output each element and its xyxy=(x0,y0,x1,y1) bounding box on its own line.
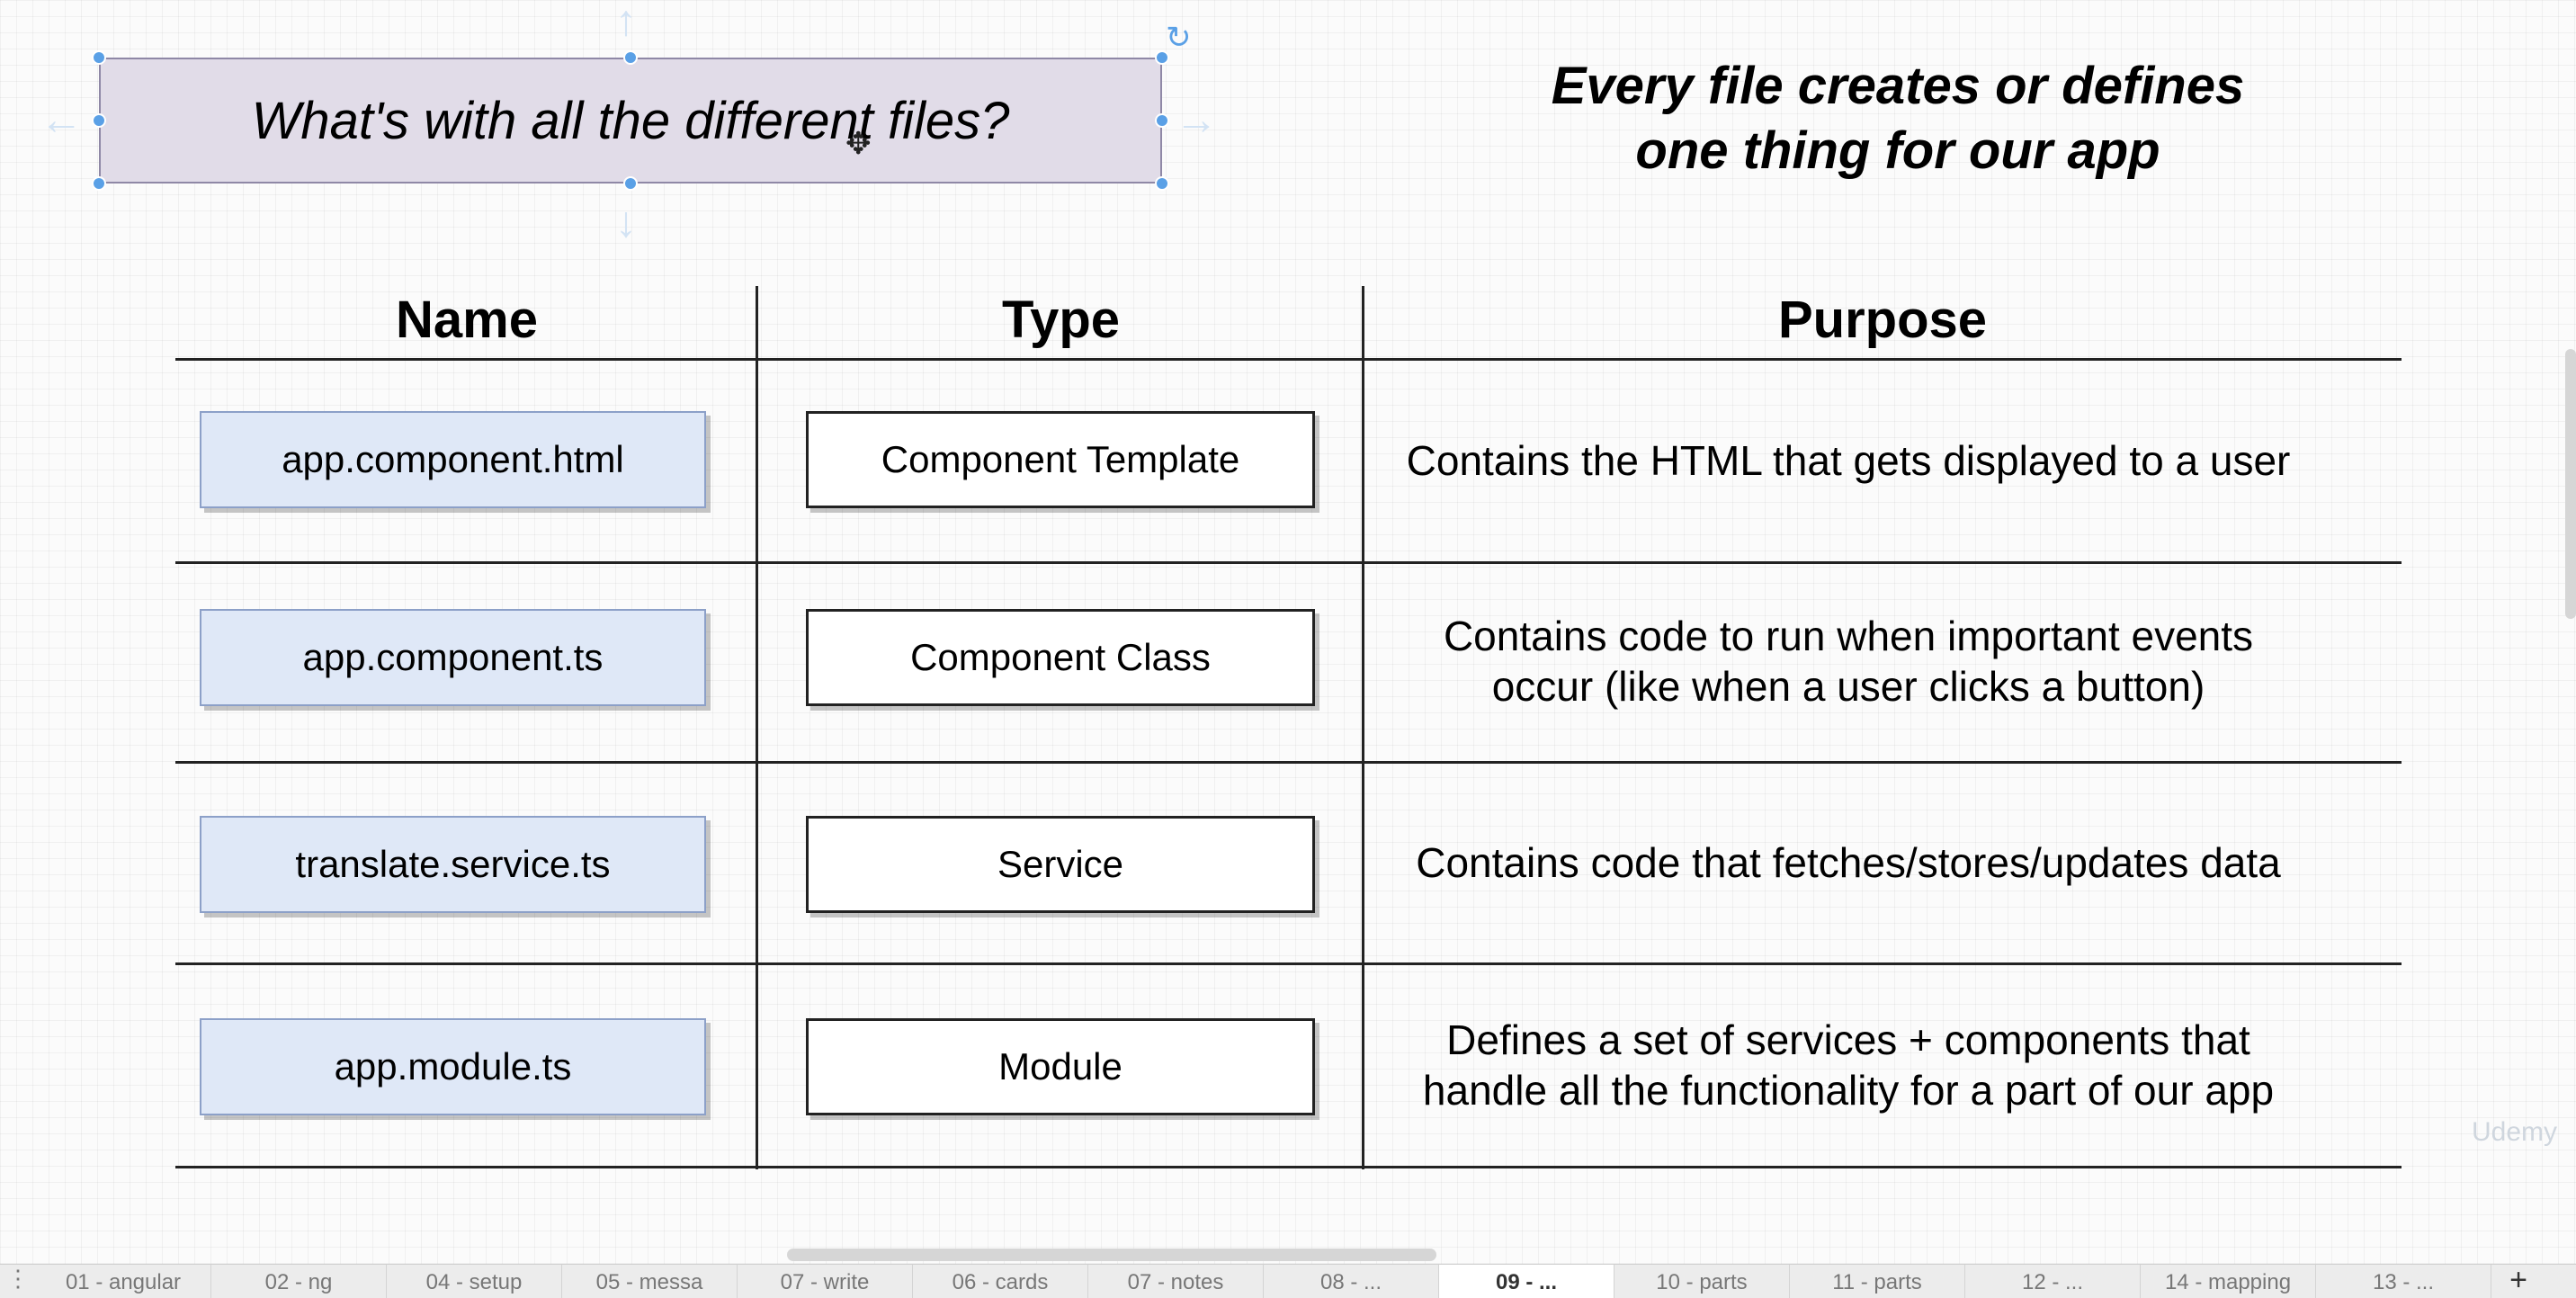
resize-handle-top-left[interactable] xyxy=(92,50,106,65)
file-purpose[interactable]: Contains code to run when important even… xyxy=(1443,613,2254,710)
connect-arrow-left-icon[interactable]: ← xyxy=(40,96,83,144)
subtitle-line-1: Every file creates or defines xyxy=(1551,57,2245,115)
file-type: Module xyxy=(998,1045,1123,1088)
file-purpose[interactable]: Contains code that fetches/stores/update… xyxy=(1416,839,2281,886)
table-divider xyxy=(175,962,2402,965)
column-header-purpose: Purpose xyxy=(1777,291,1988,349)
page-tab[interactable]: 10 - parts xyxy=(1614,1265,1790,1298)
file-purpose[interactable]: Defines a set of services + components t… xyxy=(1422,1016,2275,1114)
file-name: app.component.html xyxy=(282,438,624,480)
page-tab-bar: ⋮ 01 - angular 02 - ng 04 - setup 05 - m… xyxy=(0,1264,2576,1298)
horizontal-scrollbar[interactable] xyxy=(787,1249,1436,1261)
connect-arrow-right-icon[interactable]: → xyxy=(1175,96,1218,144)
file-name-box[interactable]: app.component.html xyxy=(200,411,706,508)
vertical-scrollbar[interactable] xyxy=(2565,349,2576,619)
file-type-box[interactable]: Component Template xyxy=(806,411,1315,508)
page-tab[interactable]: 06 - cards xyxy=(913,1265,1088,1298)
page-tab[interactable]: 05 - messa xyxy=(562,1265,738,1298)
file-name-box[interactable]: app.module.ts xyxy=(200,1018,706,1115)
resize-handle-bottom-right[interactable] xyxy=(1155,176,1169,191)
rotate-icon[interactable]: ↻ xyxy=(1166,21,1192,55)
page-tab[interactable]: 07 - write xyxy=(738,1265,913,1298)
table-divider xyxy=(175,561,2402,564)
page-tab[interactable]: 01 - angular xyxy=(36,1265,211,1298)
column-divider xyxy=(1362,286,1364,1169)
page-tab[interactable]: 04 - setup xyxy=(387,1265,562,1298)
connect-arrow-up-icon[interactable]: ↑ xyxy=(615,0,637,45)
file-purpose[interactable]: Contains the HTML that gets displayed to… xyxy=(1406,437,2291,484)
udemy-watermark: Udemy xyxy=(2472,1117,2558,1147)
page-tab[interactable]: 07 - notes xyxy=(1088,1265,1264,1298)
file-name: translate.service.ts xyxy=(295,843,611,885)
page-tab[interactable]: 08 - ... xyxy=(1264,1265,1439,1298)
slide-subtitle: Every file creates or defines one thing … xyxy=(1475,54,2321,184)
page-tab[interactable]: 02 - ng xyxy=(211,1265,387,1298)
tab-menu-icon[interactable]: ⋮ xyxy=(6,1265,30,1292)
add-tab-icon[interactable]: + xyxy=(2509,1264,2527,1297)
file-type-box[interactable]: Service xyxy=(806,816,1315,913)
resize-handle-top-right[interactable] xyxy=(1155,50,1169,65)
slide-title: What's with all the different files? xyxy=(251,91,1010,150)
resize-handle-bottom[interactable] xyxy=(623,176,638,191)
resize-handle-top[interactable] xyxy=(623,50,638,65)
table-divider xyxy=(175,761,2402,764)
column-divider xyxy=(756,286,758,1169)
file-type: Component Class xyxy=(910,636,1211,678)
column-header-type: Type xyxy=(1001,291,1121,349)
page-tab[interactable]: 14 - mapping xyxy=(2141,1265,2316,1298)
page-tab[interactable]: 13 - ... xyxy=(2316,1265,2491,1298)
resize-handle-bottom-left[interactable] xyxy=(92,176,106,191)
slide-title-shape[interactable]: What's with all the different files? xyxy=(99,58,1162,184)
page-tab[interactable]: 11 - parts xyxy=(1790,1265,1965,1298)
file-type-box[interactable]: Component Class xyxy=(806,609,1315,706)
file-name: app.module.ts xyxy=(334,1045,572,1088)
file-type: Service xyxy=(997,843,1124,885)
file-name-box[interactable]: translate.service.ts xyxy=(200,816,706,913)
connect-arrow-down-icon[interactable]: ↓ xyxy=(615,199,637,246)
resize-handle-right[interactable] xyxy=(1155,113,1169,128)
move-cursor-icon: ✥ xyxy=(845,127,872,161)
page-tab[interactable]: 12 - ... xyxy=(1965,1265,2141,1298)
file-type: Component Template xyxy=(881,438,1240,480)
file-type-box[interactable]: Module xyxy=(806,1018,1315,1115)
table-divider xyxy=(175,358,2402,361)
file-name-box[interactable]: app.component.ts xyxy=(200,609,706,706)
table-divider xyxy=(175,1166,2402,1168)
column-header-name: Name xyxy=(396,291,538,349)
subtitle-line-2: one thing for our app xyxy=(1635,121,2160,180)
resize-handle-left[interactable] xyxy=(92,113,106,128)
page-tab-active[interactable]: 09 - ... xyxy=(1439,1265,1614,1298)
file-name: app.component.ts xyxy=(302,636,604,678)
